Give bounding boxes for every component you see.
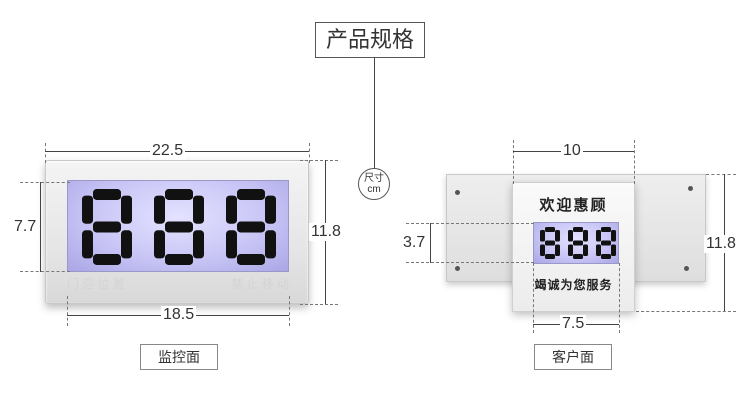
monitor-caption: 监控面 [140, 344, 218, 370]
seven-segment-bar [583, 230, 588, 242]
monitor-dim-ext-right-bottom [289, 296, 290, 326]
monitor-dim-ext-top-right [300, 160, 338, 161]
seven-segment-bar [540, 244, 545, 256]
seven-segment-bar [237, 189, 265, 200]
monitor-dim-ext-bottom-left [20, 271, 70, 272]
seven-segment-bar [545, 227, 555, 232]
seven-segment-bar [121, 195, 132, 224]
customer-lcd-screen [533, 222, 619, 264]
seven-segment-bar [93, 254, 121, 265]
seven-segment-bar [226, 230, 237, 259]
seven-segment-bar [568, 244, 573, 256]
seven-segment-bar [596, 230, 601, 242]
seven-segment-bar [601, 227, 611, 232]
seven-segment-bar [82, 195, 93, 224]
customer-digit-group [540, 227, 616, 259]
unit-label: 尺寸 [364, 173, 384, 184]
monitor-dim-ext-left-bottom [67, 296, 68, 326]
seven-segment-bar [237, 221, 265, 233]
customer-dim-ext-bottom-right [636, 311, 736, 312]
seven-segment-bar [555, 244, 560, 256]
monitor-height-right-label: 11.8 [309, 223, 343, 241]
customer-dim-ext-top-right [706, 174, 736, 175]
seven-segment-bar [583, 244, 588, 256]
customer-dim-ext-bottom-left [406, 262, 534, 263]
monitor-sub-label-right: 禁 止 移 动 [230, 277, 289, 291]
seven-segment-bar [165, 221, 193, 233]
unit-value: cm [367, 184, 381, 195]
screw-icon [455, 190, 460, 195]
seven-segment-bar [265, 195, 276, 224]
screw-icon [684, 266, 689, 271]
monitor-digits [82, 189, 276, 265]
screw-icon [455, 266, 460, 271]
monitor-width-top-label: 22.5 [150, 142, 186, 160]
seven-segment-bar [573, 240, 583, 246]
seven-segment-bar [601, 254, 611, 259]
customer-caption: 客户面 [534, 344, 612, 370]
seven-segment-bar [93, 189, 121, 200]
customer-dim-ext-top-left [406, 223, 534, 224]
customer-service-text: 竭诚为您服务 [534, 278, 613, 292]
screw-icon [688, 186, 693, 191]
monitor-sub-labels: 门 迎 位 置 禁 止 移 动 [67, 275, 289, 297]
seven-segment-bar [82, 230, 93, 259]
seven-segment-bar [237, 254, 265, 265]
seven-segment-bar [165, 189, 193, 200]
customer-dim-ext-right-bottom [619, 263, 620, 333]
seven-segment-bar [540, 230, 545, 242]
seven-segment-bar [573, 254, 583, 259]
monitor-width-bottom-label: 18.5 [161, 306, 197, 324]
seven-segment-bar [193, 195, 204, 224]
unit-badge: 尺寸 cm [358, 168, 390, 200]
seven-segment-bar [545, 240, 555, 246]
seven-segment-bar [154, 230, 165, 259]
customer-digits [540, 227, 616, 259]
seven-segment-bar [193, 230, 204, 259]
monitor-dim-ext-top-left [20, 182, 70, 183]
customer-height-right-label: 11.8 [704, 235, 738, 253]
customer-dim-ext-left-bottom [533, 263, 534, 333]
seven-segment-bar [93, 221, 121, 233]
seven-segment-bar [121, 230, 132, 259]
seven-segment-bar [265, 230, 276, 259]
seven-segment-bar [611, 244, 616, 256]
seven-segment-bar [568, 230, 573, 242]
monitor-sub-label-left: 门 迎 位 置 [67, 277, 126, 291]
customer-welcome-text: 欢迎惠顾 [539, 196, 608, 214]
seven-segment-bar [596, 244, 601, 256]
customer-height-left-label: 3.7 [401, 234, 428, 252]
seven-segment-bar [611, 230, 616, 242]
customer-dim-ext-right-top [634, 140, 635, 184]
seven-segment-bar [226, 195, 237, 224]
customer-dim-ext-left-top [513, 140, 514, 184]
monitor-dim-ext-left-top [45, 143, 46, 163]
seven-segment-bar [555, 230, 560, 242]
seven-segment-bar [165, 254, 193, 265]
monitor-digit-group [82, 189, 276, 265]
seven-segment-bar [601, 240, 611, 246]
seven-segment-bar [573, 227, 583, 232]
monitor-dim-ext-right-top [309, 143, 310, 163]
customer-width-bottom-label: 7.5 [560, 315, 587, 333]
customer-dim-left-line [430, 223, 431, 263]
seven-segment-bar [154, 195, 165, 224]
title-leader-line [374, 58, 375, 168]
monitor-lcd-screen [67, 180, 289, 272]
monitor-dim-ext-bottom-right [300, 304, 338, 305]
monitor-height-left-label: 7.7 [12, 218, 39, 236]
page-title: 产品规格 [315, 22, 425, 58]
customer-width-top-label: 10 [561, 142, 583, 160]
monitor-dim-left-line [40, 182, 41, 272]
seven-segment-bar [545, 254, 555, 259]
